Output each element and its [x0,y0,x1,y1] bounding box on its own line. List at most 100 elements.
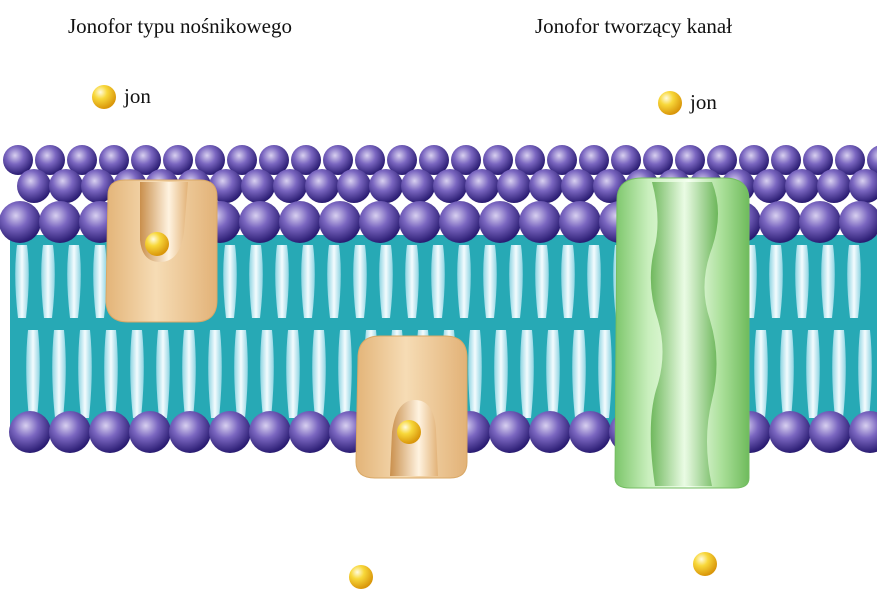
lipid-head [279,201,321,243]
lipid-head [809,411,851,453]
lipid-tail [405,245,419,318]
lipid-tail [223,245,237,318]
lipid-head [769,411,811,453]
lipid-head [319,201,361,243]
carrier-ionophore-lower [356,336,467,478]
lipid-tail [431,245,445,318]
lipid-head [305,169,339,203]
lipid-tail [130,330,144,418]
lipid-tail [286,330,300,418]
lipid-head [49,169,83,203]
lipid-tail [561,245,575,318]
lipid-head [89,411,131,453]
lipid-tail [780,330,794,418]
lipid-tail [598,330,612,418]
lipid-head [569,411,611,453]
carrier-ionophore-upper [106,180,217,322]
lipid-head [369,169,403,203]
lipid-tail [572,330,586,418]
ion-legend-right [658,91,682,115]
lipid-head [239,201,281,243]
lipid-tail [546,330,560,418]
lipid-head [497,169,531,203]
lipid-head [399,201,441,243]
lipid-head [529,411,571,453]
lipid-tail [509,245,523,318]
lipid-head [519,201,561,243]
lipid-head [209,411,251,453]
lipid-tail [379,245,393,318]
lipid-tail [769,245,783,318]
lipid-head [433,169,467,203]
lipid-head [817,169,851,203]
lipid-tail [520,330,534,418]
lipid-head [9,411,51,453]
lipid-head [359,201,401,243]
lipid-head [401,169,435,203]
lipid-tail [260,330,274,418]
lipid-head [289,411,331,453]
lipid-head [17,169,51,203]
lipid-tail [338,330,352,418]
lipid-head [785,169,819,203]
lipid-tail [78,330,92,418]
lipid-tail [52,330,66,418]
lipid-head [753,169,787,203]
lipid-tail [468,330,482,418]
lipid-tail [483,245,497,318]
lipid-tail [832,330,846,418]
lipid-head [49,411,91,453]
lipid-tail [208,330,222,418]
lipid-tail [67,245,81,318]
lipid-head [489,411,531,453]
lipid-head [241,169,275,203]
lipid-head [337,169,371,203]
channel-ionophore [615,178,749,488]
lipid-head [799,201,841,243]
ion-label-left: jon [124,84,151,109]
ion-legend-left [92,85,116,109]
lipid-tail [301,245,315,318]
lipid-tail [847,245,861,318]
lipid-head [273,169,307,203]
lipid-tail [806,330,820,418]
bound-ion-lower [397,420,421,444]
lipid-head [465,169,499,203]
lipid-head [249,411,291,453]
lipid-head [129,411,171,453]
ion-free-bottom-right [693,552,717,576]
lipid-tail [93,245,107,318]
lipid-head [439,201,481,243]
lipid-tail [275,245,289,318]
lipid-tail [312,330,326,418]
lipid-head [479,201,521,243]
lipid-head [39,201,81,243]
lipid-tail [795,245,809,318]
lipid-tail [457,245,471,318]
lipid-tail [41,245,55,318]
lipid-tail [858,330,872,418]
ion-free-bottom-left [349,565,373,589]
lipid-tail [494,330,508,418]
lipid-tail [104,330,118,418]
lipid-head [559,201,601,243]
lipid-tail [249,245,263,318]
lipid-head [169,411,211,453]
lipid-head [759,201,801,243]
lipid-tail [327,245,341,318]
lipid-tail [535,245,549,318]
lipid-head [0,201,41,243]
lipid-head [561,169,595,203]
lipid-tail [587,245,601,318]
lipid-tail [15,245,29,318]
bound-ion-upper [145,232,169,256]
lipid-tail [156,330,170,418]
lipid-tail [234,330,248,418]
lipid-tail [754,330,768,418]
lipid-tail [26,330,40,418]
ion-label-right: jon [690,90,717,115]
lipid-tail [182,330,196,418]
lipid-head [529,169,563,203]
lipid-tail [353,245,367,318]
lipid-tail [821,245,835,318]
